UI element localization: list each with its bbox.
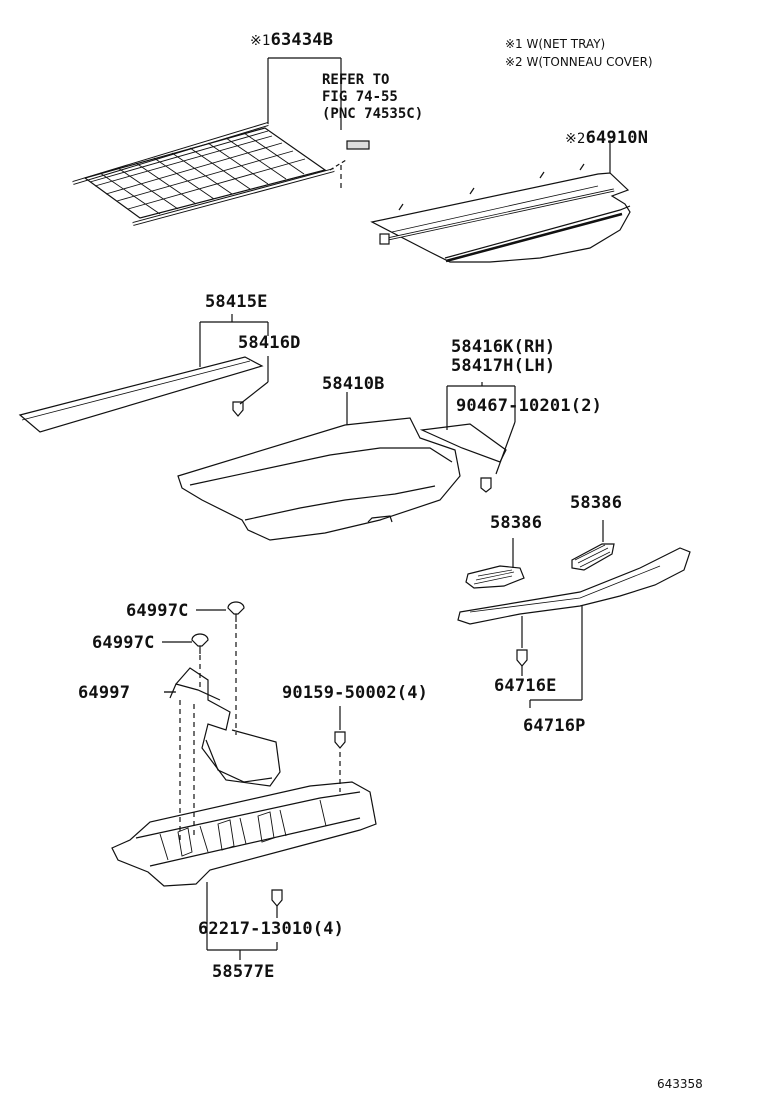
callout-58410B: 58410B [322,374,385,394]
callout-62217: 62217-13010(4) [198,919,345,939]
callout-58416D: 58416D [238,333,301,353]
marker-2: ※2 [565,131,586,147]
part-number-64910N: 64910N [585,128,649,148]
callout-64997C-lower: 64997C [92,633,155,653]
callout-64716P: 64716P [523,716,586,736]
callout-64910N: ※264910N [565,128,648,148]
strip-58415E-drawing [18,314,269,433]
refer-line-2: FIG 74-55 [322,89,398,105]
note-net-tray: ※1 W(NET TRAY) [505,37,606,51]
vents-58386-drawing [465,520,615,589]
callout-64716E: 64716E [494,676,557,696]
callout-58386-right: 58386 [570,493,623,513]
callout-90159: 90159-50002(4) [282,683,429,703]
marker-1: ※1 [250,33,271,49]
refer-line-1: REFER TO [322,72,390,88]
leader-lines [162,609,226,693]
callout-58415E: 58415E [205,292,268,312]
callout-63434B: ※163434B [250,30,333,50]
net-tray-drawing [72,57,370,226]
figure-number: 643358 [657,1077,703,1091]
tonneau-cover-drawing [370,140,631,263]
note-tonneau-cover: ※2 W(TONNEAU COVER) [505,55,653,69]
callout-58386-left: 58386 [490,513,543,533]
trim-64716P-drawing [457,547,691,708]
callout-90467: 90467-10201(2) [456,396,603,416]
callout-64997C-upper: 64997C [126,601,189,621]
callout-64997: 64997 [78,683,131,703]
callout-58577E: 58577E [212,962,275,982]
part-number-63434B: 63434B [270,30,334,50]
deck-board-58410B-drawing [177,392,461,541]
callout-58417H: 58417H(LH) [451,356,556,376]
refer-line-3: (PNC 74535C) [322,106,424,122]
side-pad-drawing [419,382,516,493]
tray-58577E-drawing [111,706,377,960]
bracket-64997-drawing [164,601,281,840]
callout-58416K: 58416K(RH) [451,337,556,357]
